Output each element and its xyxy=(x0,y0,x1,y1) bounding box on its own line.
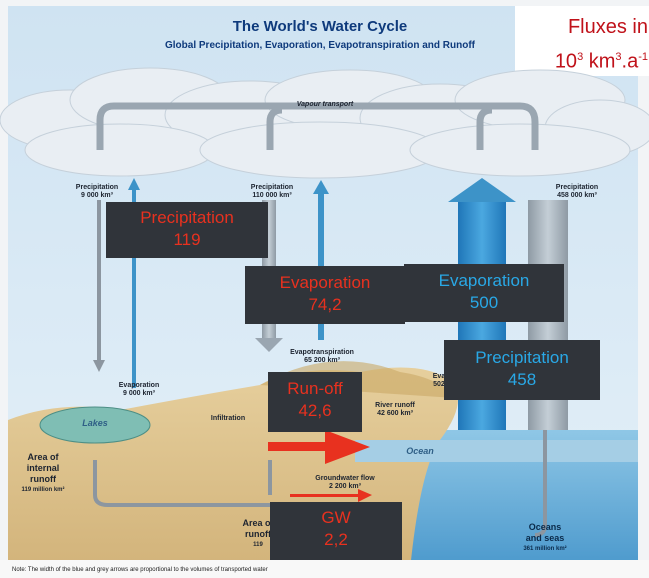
lakes-label: Lakes xyxy=(82,418,108,428)
runoff-box: Run-off 42,6 xyxy=(268,372,362,432)
precipitation-arrow-left xyxy=(93,200,105,372)
precipitation-land-box: Precipitation 119 xyxy=(106,202,268,258)
evaporation-ocean-box: Evaporation 500 xyxy=(404,264,564,322)
precipitation-ocean-box: Precipitation 458 xyxy=(444,340,600,400)
clouds xyxy=(0,67,649,179)
flux-units-line2: 103 km3.a-1 xyxy=(554,50,648,73)
ocean-label: Ocean xyxy=(406,446,434,456)
units-background xyxy=(515,6,649,76)
vapour-transport-arrows xyxy=(96,102,539,150)
runoff-red-arrow xyxy=(268,430,370,464)
evaporation-land-box: Evaporation 74,2 xyxy=(245,266,405,324)
ground-flow-arrows xyxy=(93,430,547,537)
footnote: Note: The width of the blue and grey arr… xyxy=(12,567,268,573)
groundwater-red-arrow xyxy=(290,489,372,502)
vapour-transport-label: Vapour transport xyxy=(296,101,354,108)
gw-box: GW 2,2 xyxy=(270,502,402,560)
bottom-band xyxy=(0,560,649,578)
flux-units-line1: Fluxes in xyxy=(567,16,648,38)
infiltration-label: Infiltration xyxy=(210,415,246,422)
ocean-strip xyxy=(355,440,638,462)
lake xyxy=(39,406,151,444)
evaporation-arrow-lakes xyxy=(128,178,140,388)
flux-units: Fluxes in 103 km3.a-1 xyxy=(520,12,648,77)
diagram-title: The World's Water Cycle xyxy=(232,18,408,35)
diagram-subtitle: Global Precipitation, Evaporation, Evapo… xyxy=(164,40,476,51)
